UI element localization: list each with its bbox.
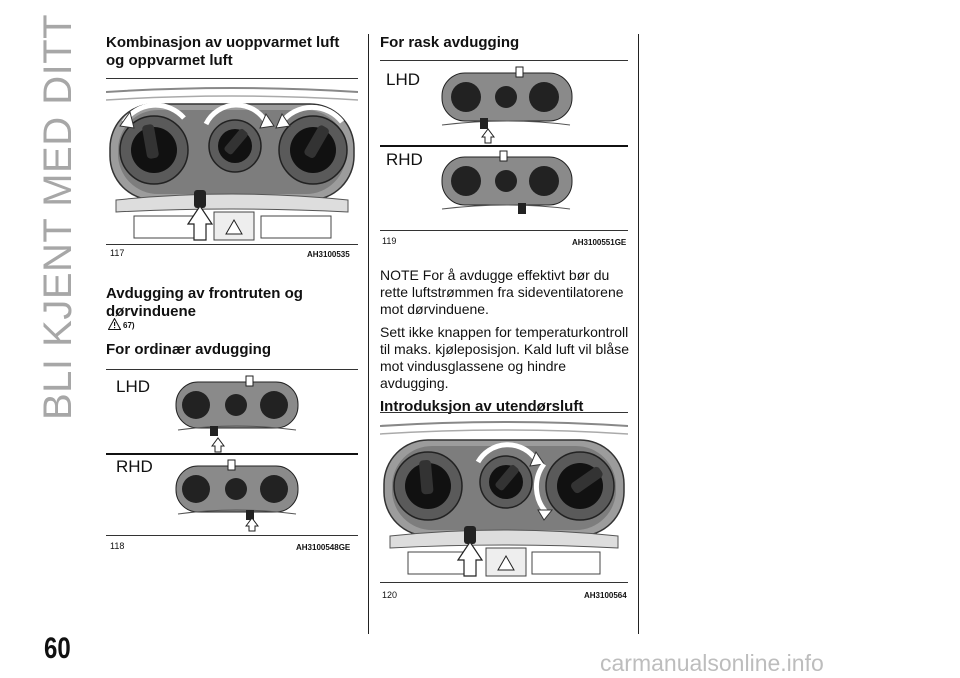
figure-rule xyxy=(380,230,628,231)
sidebar-section-title: BLI KJENT MED DITT KJØRETØY xyxy=(28,0,88,420)
figure-number: 117 xyxy=(110,248,125,258)
left-column: Kombinasjon av uoppvarmet luft og oppvar… xyxy=(106,34,358,70)
heading-mixed-air: Kombinasjon av uoppvarmet luft og oppvar… xyxy=(106,34,340,69)
left-subsection-2: For ordinær avdugging xyxy=(106,341,358,359)
left-subsection: Avdugging av frontruten og dørvinduene xyxy=(106,285,358,321)
figure-label-rhd: RHD xyxy=(386,150,423,169)
note-paragraph: NOTE For å avdugge effektivt bør du rett… xyxy=(380,267,624,317)
figure-number: 119 xyxy=(382,236,397,246)
right-column: For rask avdugging xyxy=(380,34,630,52)
watermark-text: carmanualsonline.info xyxy=(600,650,824,676)
figure-rule xyxy=(106,535,358,536)
heading-normal-defrost: For ordinær avdugging xyxy=(106,341,271,358)
column-divider-right xyxy=(638,34,639,634)
figure-code: AH3100548GE xyxy=(296,543,351,552)
figure-label-lhd: LHD xyxy=(116,377,150,396)
column-divider xyxy=(368,34,369,634)
page-number: 60 xyxy=(44,632,71,665)
heading-fast-defrost: For rask avdugging xyxy=(380,34,520,51)
figure-code: AH3100551GE xyxy=(572,238,627,247)
warning-ref-number: 67) xyxy=(123,321,135,330)
sidebar-title-text: BLI KJENT MED DITT KJØRETØY xyxy=(36,0,80,420)
figure-number: 118 xyxy=(110,541,125,551)
figure-120-image xyxy=(380,421,628,577)
figure-code: AH3100535 xyxy=(307,250,350,259)
warning-triangle-icon xyxy=(108,318,121,330)
figure-rule xyxy=(380,60,628,61)
heading-outdoor-air: Introduksjon av utendørsluft xyxy=(380,398,584,415)
figure-119-image: LHD RHD xyxy=(380,66,628,214)
figure-label-lhd: LHD xyxy=(386,70,420,89)
figure-number: 120 xyxy=(382,590,398,600)
figure-118-image: LHD RHD xyxy=(106,375,358,532)
figure-rule xyxy=(380,412,628,413)
heading-defrost: Avdugging av frontruten og dørvinduene xyxy=(106,285,303,320)
figure-rule xyxy=(380,582,628,583)
figure-rule xyxy=(106,244,358,245)
figure-rule xyxy=(106,369,358,370)
figure-rule xyxy=(106,78,358,79)
figure-117-image xyxy=(106,82,358,242)
right-text: NOTE For å avdugge effektivt bør du rett… xyxy=(380,267,632,416)
body-paragraph: Sett ikke knappen for temperaturkontroll… xyxy=(380,324,629,391)
warning-reference: 67) xyxy=(108,318,135,330)
figure-label-rhd: RHD xyxy=(116,457,153,476)
figure-code: AH3100564 xyxy=(584,591,627,600)
